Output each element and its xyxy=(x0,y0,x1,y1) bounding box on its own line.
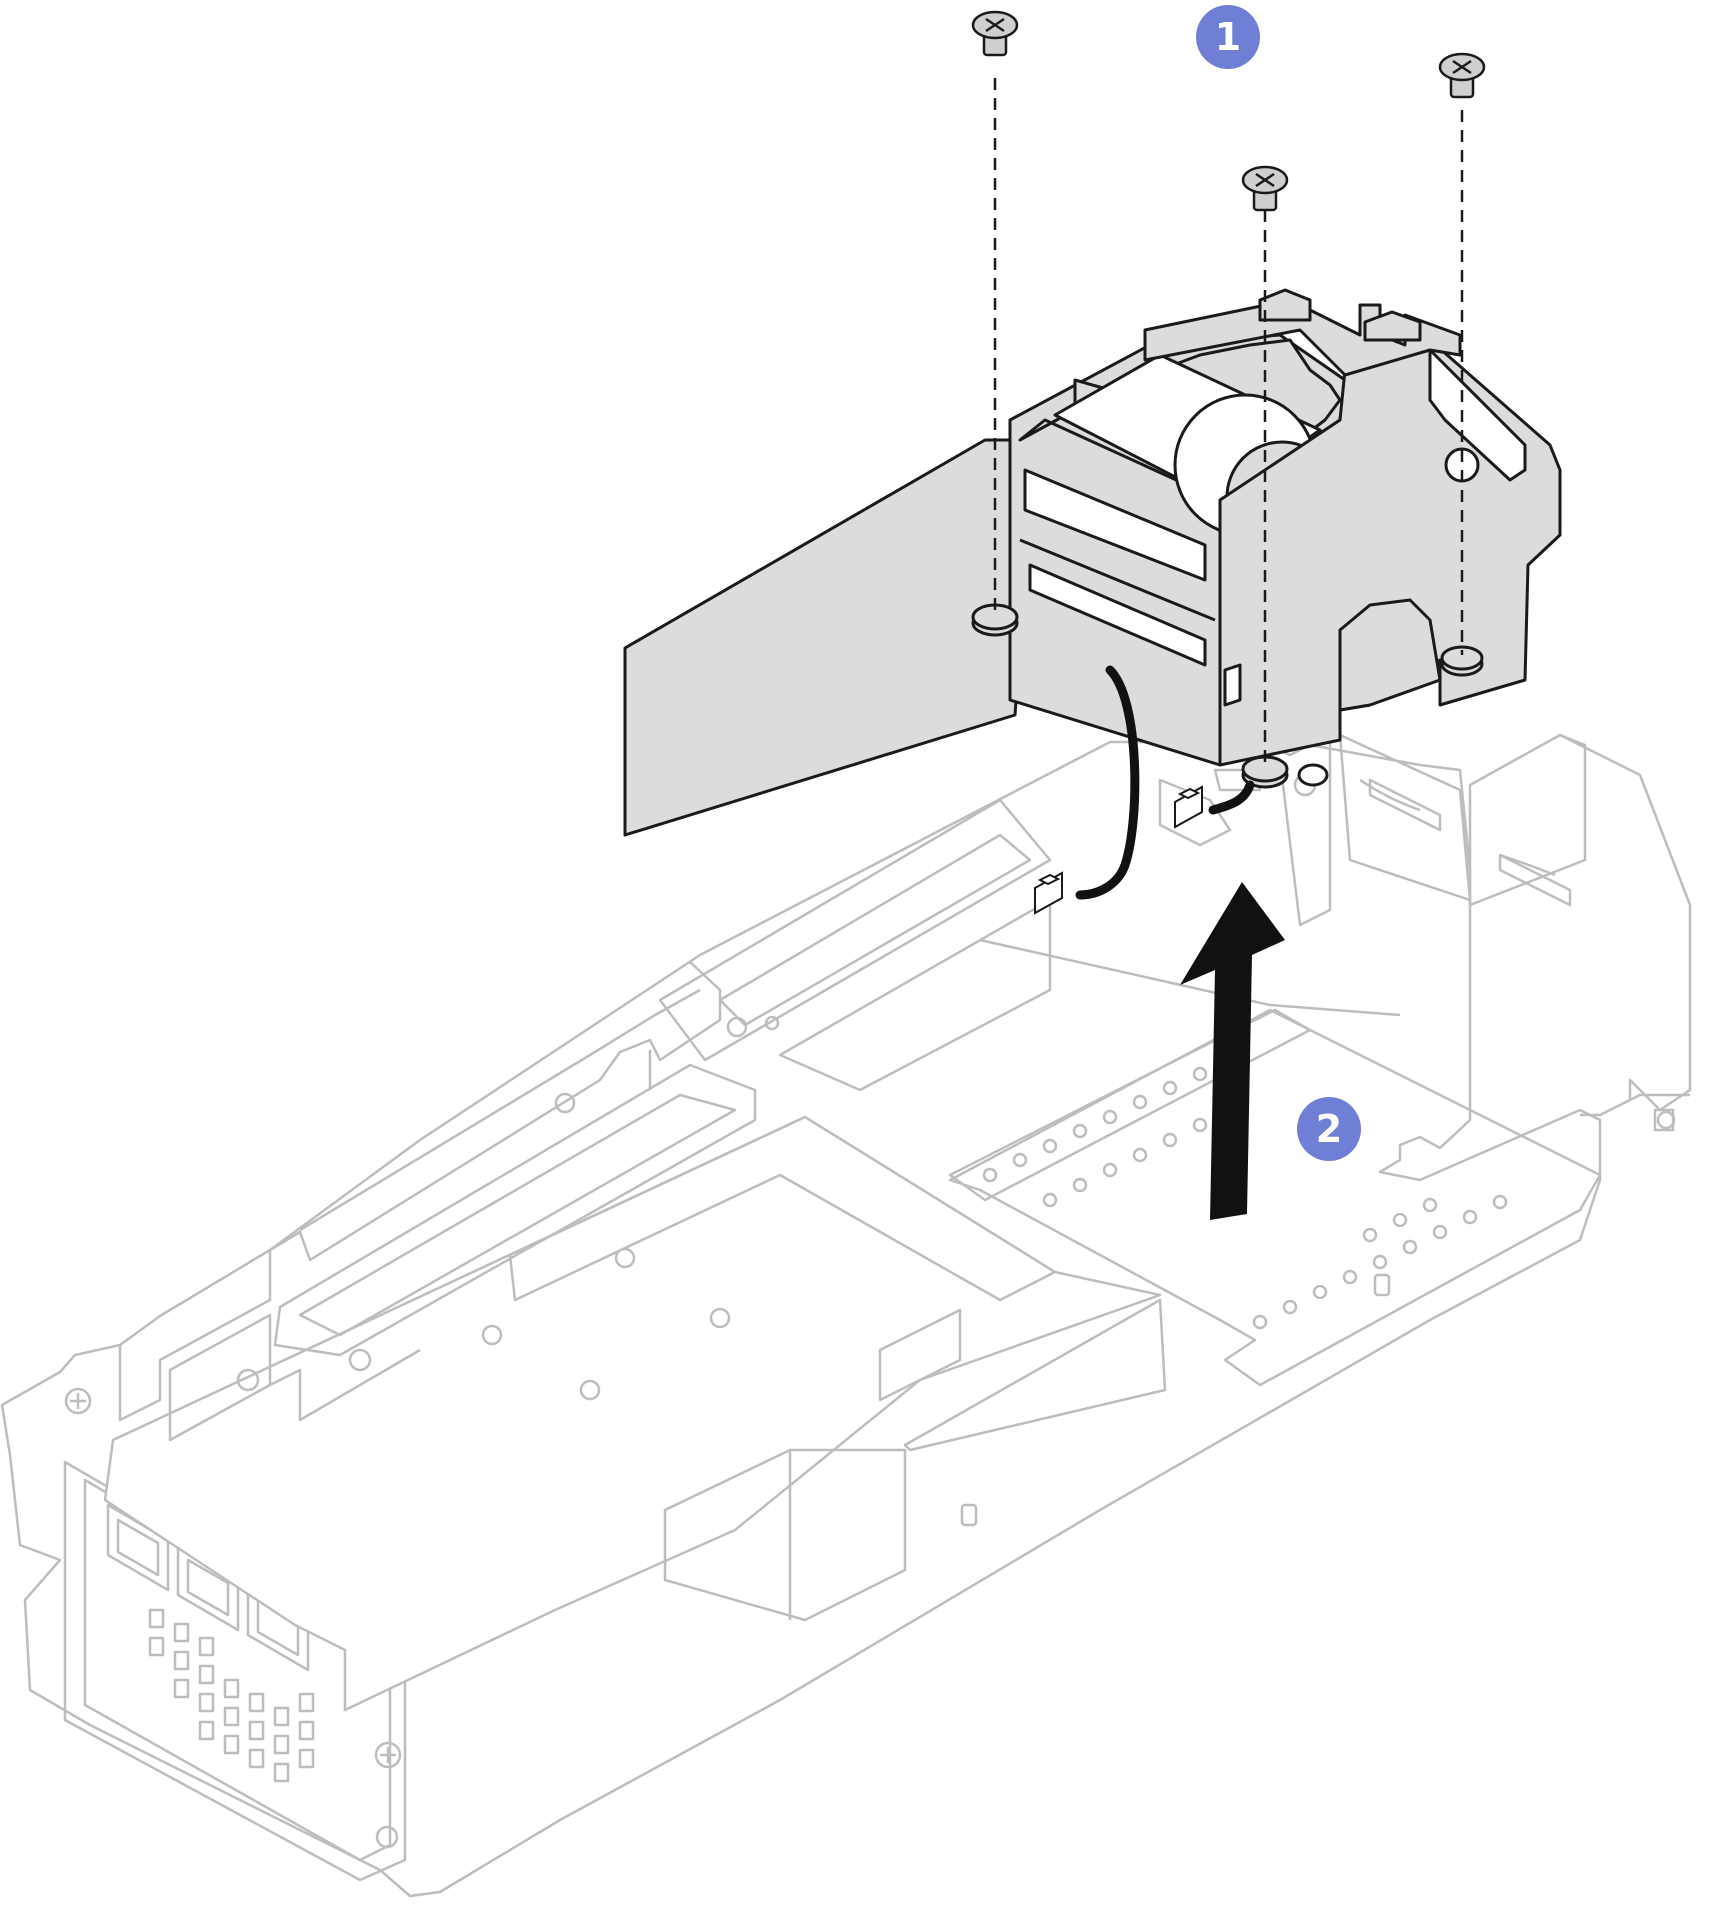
fan-cables xyxy=(1075,665,1255,900)
step-2-badge: 2 xyxy=(1297,1097,1361,1161)
riser-cage-base xyxy=(0,648,1692,1898)
vent-holes xyxy=(148,1608,315,1783)
base-connectors xyxy=(1034,785,1203,915)
step-2-number: 2 xyxy=(1315,1107,1343,1151)
step-1-number: 1 xyxy=(1214,15,1242,59)
riser-card xyxy=(623,438,1032,837)
pcie-slot xyxy=(273,1063,757,1357)
step-1-badge: 1 xyxy=(1196,5,1260,69)
screw-left xyxy=(971,10,1019,57)
screw-middle xyxy=(1241,165,1289,212)
rear-mounting-plate xyxy=(948,1008,1602,1387)
screw-guides xyxy=(993,78,1464,765)
screw-right xyxy=(1438,52,1486,99)
up-arrow-icon xyxy=(1180,882,1285,1220)
